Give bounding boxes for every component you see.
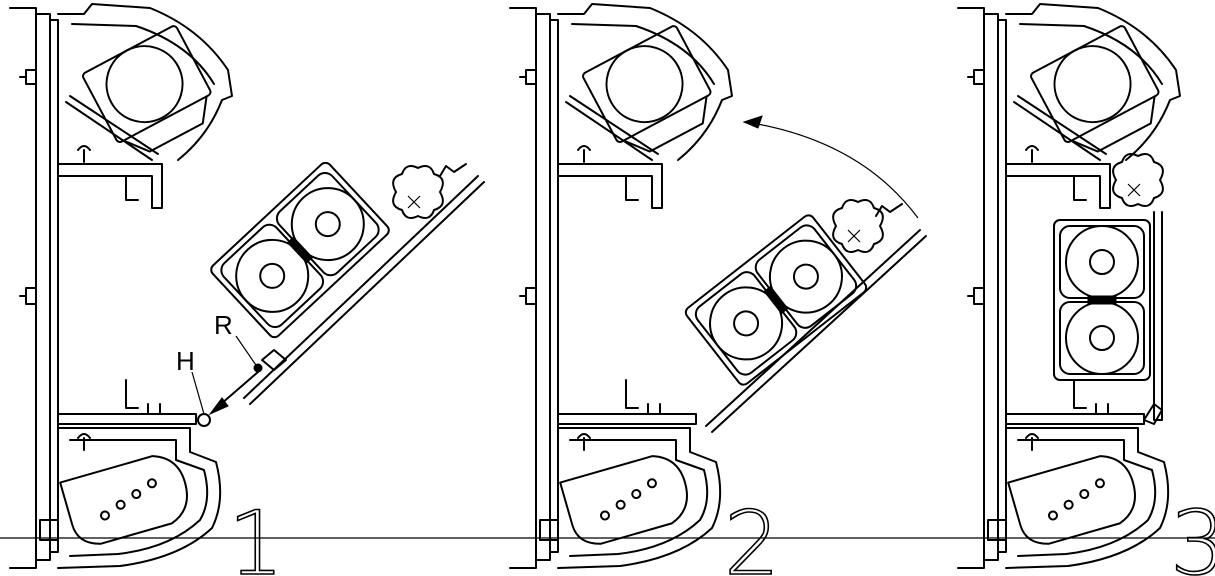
step-number-2: 2 xyxy=(724,492,780,576)
pivot-label: H xyxy=(176,346,195,376)
step-number-1: 1 xyxy=(228,492,284,576)
release-label: R xyxy=(214,310,233,340)
step-number-3: 3 xyxy=(1170,492,1215,576)
step-1-view: H R xyxy=(9,3,485,569)
step-2-view xyxy=(509,3,927,569)
step-3-view xyxy=(957,3,1181,569)
